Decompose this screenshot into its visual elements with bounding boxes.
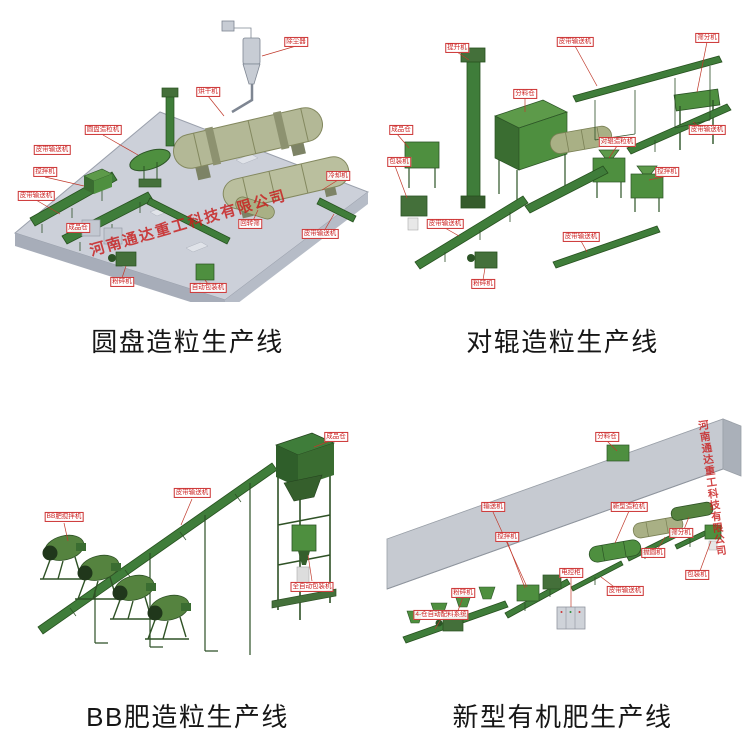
mixer-cluster	[516, 574, 562, 602]
screen-drum	[670, 501, 714, 521]
bucket-elevator	[460, 47, 486, 209]
bb-line-illustration	[37, 432, 337, 655]
equipment-label: 皮带输送机	[606, 585, 644, 597]
equipment-label: 皮带输送机	[17, 190, 55, 202]
equipment-label: 提升机	[445, 42, 469, 54]
equipment-label: 皮带输送机	[301, 228, 339, 240]
belt-conveyor	[414, 55, 732, 270]
equipment-label: 搅拌机	[655, 166, 679, 178]
roller-granulator	[592, 149, 664, 212]
equipment-label: 对辊造粒机	[598, 136, 636, 148]
equipment-label: 分料仓	[513, 88, 537, 100]
rotary-dryer-drum	[173, 107, 323, 181]
equipment-label: 皮带输送机	[688, 124, 726, 136]
equipment-label: 搅拌机	[495, 531, 519, 543]
panel-disc-granulation: 河南通达重工科技有限公司 除尘器 烘干机 皮带输送机 圆盘造粒机 搅拌机 皮带输…	[0, 0, 375, 375]
equipment-label: 皮带输送机	[33, 144, 71, 156]
equipment-label: 烘干机	[196, 86, 220, 98]
panel-bb-fertilizer: BB肥搅拌机 皮带输送机 成品仓 全自动包装机 BB肥造粒生产线	[0, 375, 375, 750]
discharge-conveyor	[316, 197, 357, 223]
bucket-elevator	[161, 87, 179, 147]
equipment-label: 电控柜	[559, 567, 583, 579]
organic-fertilizer-image: 河南通达重工科技有限公司 分料仓 输送机 新型造粒机 搅拌机 筛分机 抛圆机 电…	[375, 375, 750, 677]
equipment-label: 圆盘造粒机	[84, 124, 122, 136]
equipment-label: 成品仓	[66, 222, 90, 234]
equipment-label: 自动包装机	[189, 282, 227, 294]
caption-roller-granulation: 对辊造粒生产线	[466, 327, 659, 357]
equipment-label: 粉碎机	[110, 276, 134, 288]
equipment-label: 新型造粒机	[610, 501, 648, 513]
equipment-label: 皮带输送机	[173, 487, 211, 499]
inclined-belt-conveyor	[37, 462, 278, 655]
equipment-label: 抛圆机	[641, 547, 665, 559]
caption-bb-fertilizer: BB肥造粒生产线	[86, 702, 289, 732]
organic-line-illustration	[386, 418, 742, 644]
granulator-drum	[588, 539, 642, 563]
equipment-label: 粉碎机	[451, 587, 475, 599]
equipment-label: 皮带输送机	[426, 218, 464, 230]
equipment-label: 包装机	[685, 569, 709, 581]
caption-organic-fertilizer: 新型有机肥生产线	[452, 702, 673, 732]
belt-conveyor	[504, 526, 716, 619]
equipment-label: 筛分机	[669, 527, 693, 539]
equipment-label: 4-仓自动配料系统	[413, 609, 469, 621]
equipment-label: 皮带输送机	[562, 231, 600, 243]
crusher	[108, 251, 137, 267]
storage-bin	[494, 99, 568, 202]
rotary-screen-drum	[549, 125, 613, 154]
equipment-label: 回转筛	[238, 218, 262, 230]
panel-roller-granulation: 提升机 皮带输送机 筛分机 成品仓 包装机 分料仓 对辊造粒机 搅拌机 皮带输送…	[375, 0, 750, 375]
roller-granulation-image: 提升机 皮带输送机 筛分机 成品仓 包装机 分料仓 对辊造粒机 搅拌机 皮带输送…	[375, 0, 750, 302]
crusher	[467, 251, 498, 269]
equipment-label: 皮带输送机	[556, 36, 594, 48]
equipment-label: 输送机	[481, 501, 505, 513]
equipment-label: 成品仓	[389, 124, 413, 136]
leader-lines	[35, 45, 339, 285]
silo-bin	[606, 444, 630, 462]
return-conveyor	[146, 197, 231, 245]
rotary-screen	[235, 196, 275, 220]
equipment-label: 成品仓	[324, 431, 348, 443]
mixer	[83, 168, 113, 194]
factory-wall	[386, 418, 742, 590]
bagging-station	[271, 432, 337, 620]
roller-line-illustration	[394, 41, 732, 281]
equipment-label: 粉碎机	[471, 278, 495, 290]
equipment-label: 除尘器	[284, 36, 308, 48]
equipment-label: 包装机	[387, 156, 411, 168]
bb-fertilizer-image: BB肥搅拌机 皮带输送机 成品仓 全自动包装机	[0, 375, 375, 677]
disc-granulator	[129, 148, 171, 188]
packing-machine	[400, 195, 428, 231]
equipment-label: 冷却机	[326, 170, 350, 182]
mixer-drums	[40, 534, 191, 640]
equipment-label: 搅拌机	[33, 166, 57, 178]
control-cabinet	[556, 606, 586, 630]
disc-line-illustration	[13, 20, 370, 302]
disc-granulation-image: 河南通达重工科技有限公司 除尘器 烘干机 皮带输送机 圆盘造粒机 搅拌机 皮带输…	[0, 0, 375, 302]
equipment-label: 全自动包装机	[290, 581, 334, 593]
equipment-label: 筛分机	[695, 32, 719, 44]
panel-organic-fertilizer: 河南通达重工科技有限公司 分料仓 输送机 新型造粒机 搅拌机 筛分机 抛圆机 电…	[375, 375, 750, 750]
equipment-label: BB肥搅拌机	[44, 511, 84, 523]
cyclone-dust-collector	[221, 20, 261, 114]
equipment-label: 分料仓	[595, 431, 619, 443]
platform	[13, 111, 370, 302]
caption-disc-granulation: 圆盘造粒生产线	[91, 327, 284, 357]
